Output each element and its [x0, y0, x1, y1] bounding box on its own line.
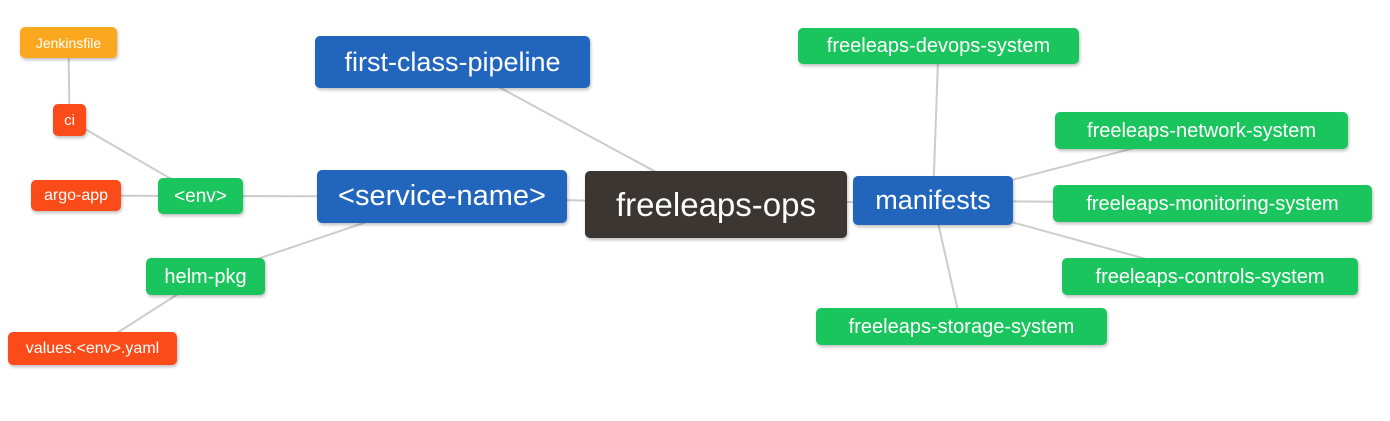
- node-values-env-yaml[interactable]: values.<env>.yaml: [8, 332, 177, 365]
- node-freeleaps-network-system[interactable]: freeleaps-network-system: [1055, 112, 1348, 149]
- node-freeleaps-controls-system[interactable]: freeleaps-controls-system: [1062, 258, 1358, 295]
- node-freeleaps-devops-system[interactable]: freeleaps-devops-system: [798, 28, 1079, 64]
- node-freeleaps-storage-system[interactable]: freeleaps-storage-system: [816, 308, 1107, 345]
- edge-manifests-freeleaps-devops-system: [932, 45, 940, 201]
- node-first-class-pipeline[interactable]: first-class-pipeline: [315, 36, 590, 88]
- node-manifests[interactable]: manifests: [853, 176, 1013, 225]
- node-argo-app[interactable]: argo-app: [31, 180, 121, 211]
- node-jenkinsfile[interactable]: Jenkinsfile: [20, 27, 117, 58]
- node-freeleaps-monitoring-system[interactable]: freeleaps-monitoring-system: [1053, 185, 1372, 222]
- node-freeleaps-ops[interactable]: freeleaps-ops: [585, 171, 847, 238]
- node-service-name[interactable]: <service-name>: [317, 170, 567, 223]
- node-helm-pkg[interactable]: helm-pkg: [146, 258, 265, 295]
- node-ci[interactable]: ci: [53, 104, 86, 136]
- node-env[interactable]: <env>: [158, 178, 243, 214]
